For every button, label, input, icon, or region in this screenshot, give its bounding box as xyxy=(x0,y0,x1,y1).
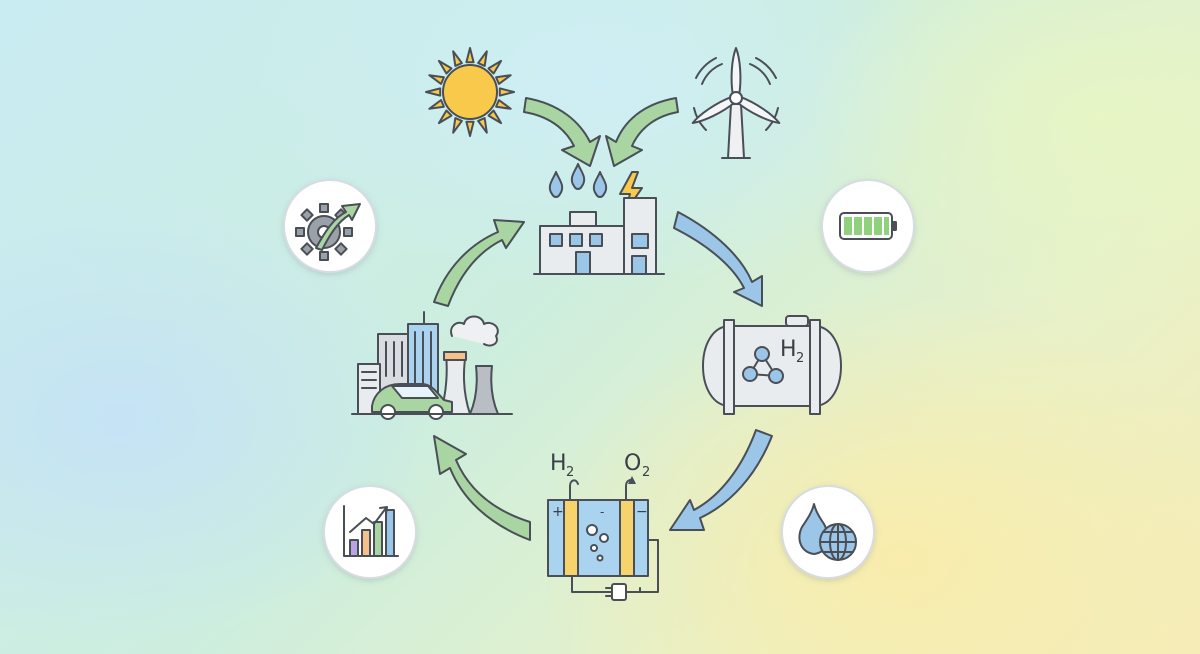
water-globe-badge xyxy=(781,485,875,579)
arrow-electrolyzer-to-city xyxy=(433,435,531,541)
electrolyzer-h-label: H xyxy=(550,451,567,476)
arrow-wind-to-factory xyxy=(605,97,679,167)
city-icon xyxy=(351,311,513,420)
gear-arrow-badge xyxy=(283,179,377,273)
sun-ray xyxy=(477,50,488,67)
sun-ray xyxy=(428,99,445,110)
gear-tooth xyxy=(300,208,314,222)
gear-tooth xyxy=(343,227,353,237)
wind-turbine-icon xyxy=(691,47,781,159)
sun-ray xyxy=(487,109,503,125)
sun-ray xyxy=(437,59,453,75)
sun-ray xyxy=(428,74,445,85)
battery-icon xyxy=(839,212,897,240)
bar-chart-badge xyxy=(323,485,417,579)
gear-arrow-icon xyxy=(295,203,361,261)
sun-ray xyxy=(452,50,463,67)
electrolyzer-o-label: O xyxy=(624,451,641,476)
arrow-sun-to-factory xyxy=(523,97,601,167)
battery-badge xyxy=(821,179,915,273)
sun-ray xyxy=(495,99,512,110)
sun-ray xyxy=(495,74,512,85)
electrolyzer-inner-minus-label: - xyxy=(600,505,604,519)
gear-tooth xyxy=(334,242,348,256)
electrolyzer-icon: H 2 O 2 + − - xyxy=(547,451,659,601)
tank-h-label: H xyxy=(780,337,797,362)
electrolyzer-plus-label: + xyxy=(552,504,564,520)
arrow-tank-to-electrolyzer xyxy=(669,429,773,531)
sun-ray xyxy=(465,120,475,137)
gear-tooth xyxy=(319,251,329,261)
gear-tooth xyxy=(319,203,329,213)
sun-ray xyxy=(498,87,515,97)
hydrogen-tank-icon: H 2 xyxy=(702,315,842,415)
sun-ray xyxy=(487,59,503,75)
sun-ray xyxy=(465,47,475,64)
gear-tooth xyxy=(295,227,305,237)
arrow-city-to-factory xyxy=(433,219,525,307)
sun-ray xyxy=(477,117,488,134)
factory-icon xyxy=(533,163,665,275)
sun-ray xyxy=(452,117,463,134)
water-globe-icon xyxy=(798,503,857,561)
electrolyzer-minus-label: − xyxy=(636,504,648,520)
tank-subscript-label: 2 xyxy=(796,351,804,366)
electrolyzer-h-subscript-label: 2 xyxy=(566,465,574,480)
electrolyzer-o-subscript-label: 2 xyxy=(642,465,650,480)
bar-chart-icon xyxy=(343,505,399,557)
sun-icon xyxy=(425,47,515,137)
gear-tooth xyxy=(300,242,314,256)
arrow-factory-to-tank xyxy=(673,211,763,307)
sun-ray xyxy=(437,109,453,125)
sun-ray xyxy=(425,87,442,97)
